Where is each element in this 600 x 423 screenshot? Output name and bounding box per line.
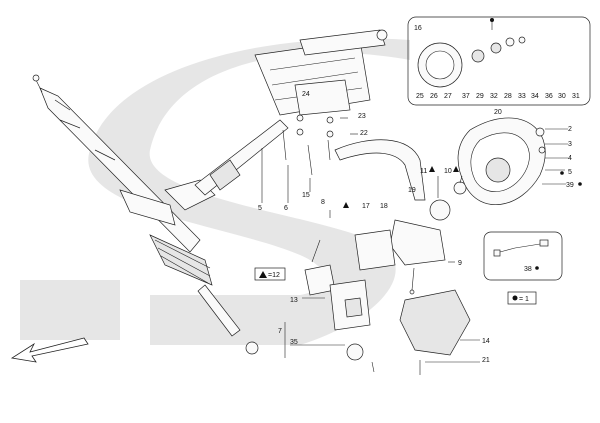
part-numbers: 2 3 4 5 5 6 7 8 9 10 11 13 14 15 16 17 1… (258, 25, 582, 364)
label-19: 19 (408, 187, 416, 194)
label-26: 26 (430, 93, 438, 100)
label-3: 3 (568, 141, 572, 148)
label-28: 28 (504, 93, 512, 100)
label-6: 6 (284, 205, 288, 212)
label-33: 33 (518, 93, 526, 100)
label-9: 9 (458, 260, 462, 267)
label-25: 25 (416, 93, 424, 100)
label-24: 24 (302, 91, 310, 98)
label-14: 14 (482, 338, 490, 345)
label-8: 8 (321, 199, 325, 206)
label-5: 5 (568, 169, 572, 176)
column-switches (354, 181, 467, 295)
label-4: 4 (568, 155, 572, 162)
bolts-23 (282, 114, 334, 176)
label-35: 35 (290, 339, 298, 346)
label-15: 15 (302, 192, 310, 199)
label-22: 22 (360, 130, 368, 137)
label-5-column: 5 (258, 205, 262, 212)
label-23: 23 (358, 113, 366, 120)
label-17: 17 (362, 203, 370, 210)
label-31: 31 (572, 93, 580, 100)
label-21: 21 (482, 357, 490, 364)
label-39: 39 (566, 182, 574, 189)
label-2: 2 (568, 126, 572, 133)
label-29: 29 (476, 93, 484, 100)
label-20: 20 (494, 109, 502, 116)
detail-inset-frame (407, 16, 591, 106)
label-30: 30 (558, 93, 566, 100)
leader-lines (261, 117, 568, 363)
label-11: 11 (420, 168, 427, 175)
steering-column (194, 29, 388, 196)
dot-legend-box (507, 291, 537, 305)
label-7: 7 (278, 328, 282, 335)
label-27: 27 (444, 93, 452, 100)
label-16: 16 (414, 25, 422, 32)
label-32: 32 (490, 93, 498, 100)
triangle-legend-text: =12 (268, 272, 280, 279)
dot-legend-text: = 1 (519, 296, 529, 303)
label-13: 13 (290, 297, 298, 304)
steering-wheel (457, 117, 546, 206)
connector-inset-frame (483, 231, 563, 281)
label-36: 36 (545, 93, 553, 100)
column-lower-housing (304, 264, 375, 373)
knee-bolster (399, 289, 471, 356)
label-37: 37 (462, 93, 470, 100)
label-10: 10 (444, 168, 452, 175)
arrow-icon (10, 337, 89, 363)
triangle-icon (259, 271, 267, 278)
dot-icon (512, 295, 518, 301)
label-18: 18 (380, 203, 388, 210)
column-cowl-bracket (334, 139, 426, 201)
label-38: 38 (524, 266, 532, 273)
steering-rack (32, 74, 259, 355)
inset-wheel-detail (417, 18, 526, 88)
label-34: 34 (531, 93, 539, 100)
